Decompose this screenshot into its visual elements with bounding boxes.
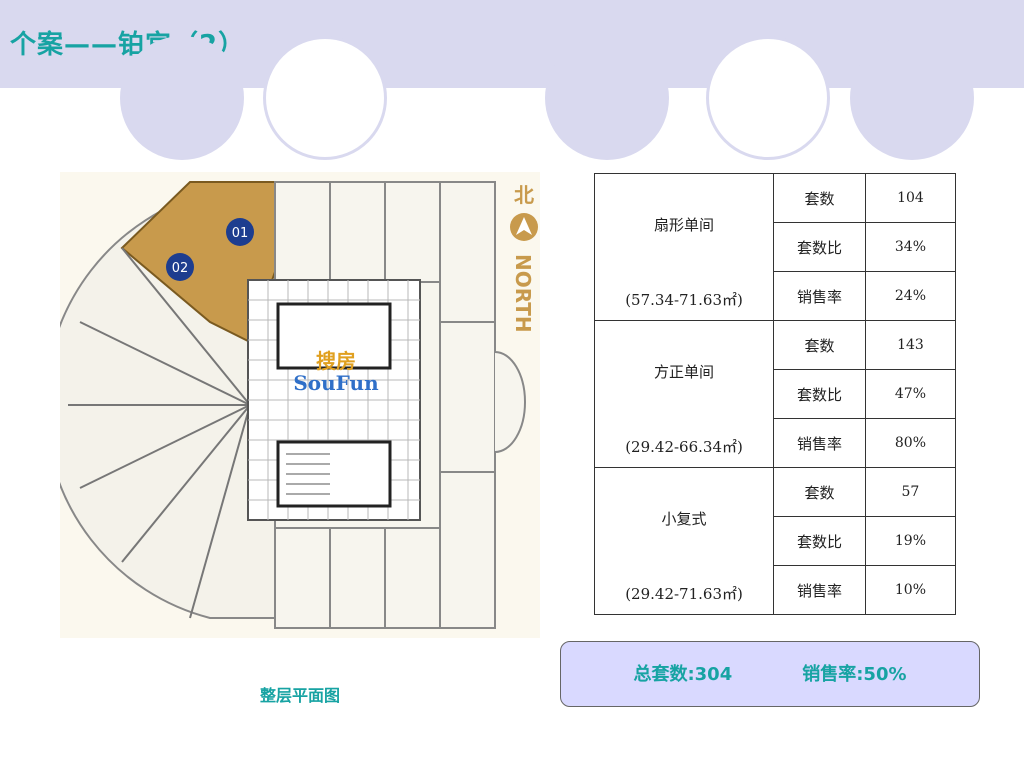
metric-label: 套数比 <box>773 516 866 566</box>
metric-value: 143 <box>864 320 957 370</box>
table-row: 扇形单间 (57.34-71.63㎡) 套数 104 <box>593 173 957 321</box>
metric-value: 47% <box>864 369 957 419</box>
unit-type-cell: 小复式 (29.42-71.63㎡) <box>593 467 775 615</box>
unit-type-name: 方正单间 <box>654 363 715 381</box>
metric-value: 10% <box>864 565 957 615</box>
metric-value: 19% <box>864 516 957 566</box>
unit-type-range: (29.42-66.34㎡) <box>625 438 743 456</box>
metric-value: 57 <box>864 467 957 517</box>
decorative-circle <box>545 36 669 160</box>
table-row: 小复式 (29.42-71.63㎡) 套数 57 <box>593 467 957 615</box>
table-row: 套数比 19% <box>595 516 957 566</box>
watermark-cn: 搜房 <box>316 349 356 373</box>
table-row: 销售率 10% <box>595 565 957 615</box>
table-row: 方正单间 (29.42-66.34㎡) 套数 143 <box>593 320 957 468</box>
metric-label: 销售率 <box>773 271 866 321</box>
decorative-circle <box>120 36 244 160</box>
metric-label: 套数 <box>773 173 866 223</box>
unit-type-cell: 扇形单间 (57.34-71.63㎡) <box>593 173 775 321</box>
table-row: 销售率 24% <box>595 271 957 321</box>
metric-value: 34% <box>864 222 957 272</box>
unit-badge-01 <box>226 218 254 246</box>
table-row: 销售率 80% <box>595 418 957 468</box>
metric-value: 104 <box>864 173 957 223</box>
floor-plan-caption: 整层平面图 <box>259 686 340 705</box>
metric-label: 套数 <box>773 467 866 517</box>
summary-rate: 销售率:50% <box>802 664 907 685</box>
table-row: 套数比 47% <box>595 369 957 419</box>
unit-type-cell: 方正单间 (29.42-66.34㎡) <box>593 320 775 468</box>
metric-label: 销售率 <box>773 418 866 468</box>
unit-badge-02 <box>166 253 194 281</box>
decorative-ring <box>706 36 830 160</box>
unit-type-name: 扇形单间 <box>654 216 715 234</box>
watermark-en: SouFun <box>293 371 379 395</box>
decorative-circle <box>850 36 974 160</box>
unit-type-range: (29.42-71.63㎡) <box>625 585 743 603</box>
metric-label: 销售率 <box>773 565 866 615</box>
metric-label: 套数比 <box>773 222 866 272</box>
metric-label: 套数 <box>773 320 866 370</box>
table-row: 套数比 34% <box>595 222 957 272</box>
summary-box: 总套数:304 销售率:50% <box>560 641 980 707</box>
north-char: 北 <box>514 183 534 207</box>
summary-total: 总套数:304 <box>633 664 733 685</box>
metric-value: 24% <box>864 271 957 321</box>
unit-type-name: 小复式 <box>661 510 707 528</box>
metric-label: 套数比 <box>773 369 866 419</box>
svg-text:01: 01 <box>232 226 249 241</box>
decorative-ring <box>263 36 387 160</box>
north-word: NORTH <box>511 254 535 333</box>
sales-stats-table: 扇形单间 (57.34-71.63㎡) 套数 104 套数比 34% 销售率 2… <box>593 173 957 615</box>
unit-type-range: (57.34-71.63㎡) <box>625 291 743 309</box>
metric-value: 80% <box>864 418 957 468</box>
floor-plan: 01 02 搜房 SouFun 北 NORTH <box>60 172 540 638</box>
svg-text:02: 02 <box>172 261 189 276</box>
